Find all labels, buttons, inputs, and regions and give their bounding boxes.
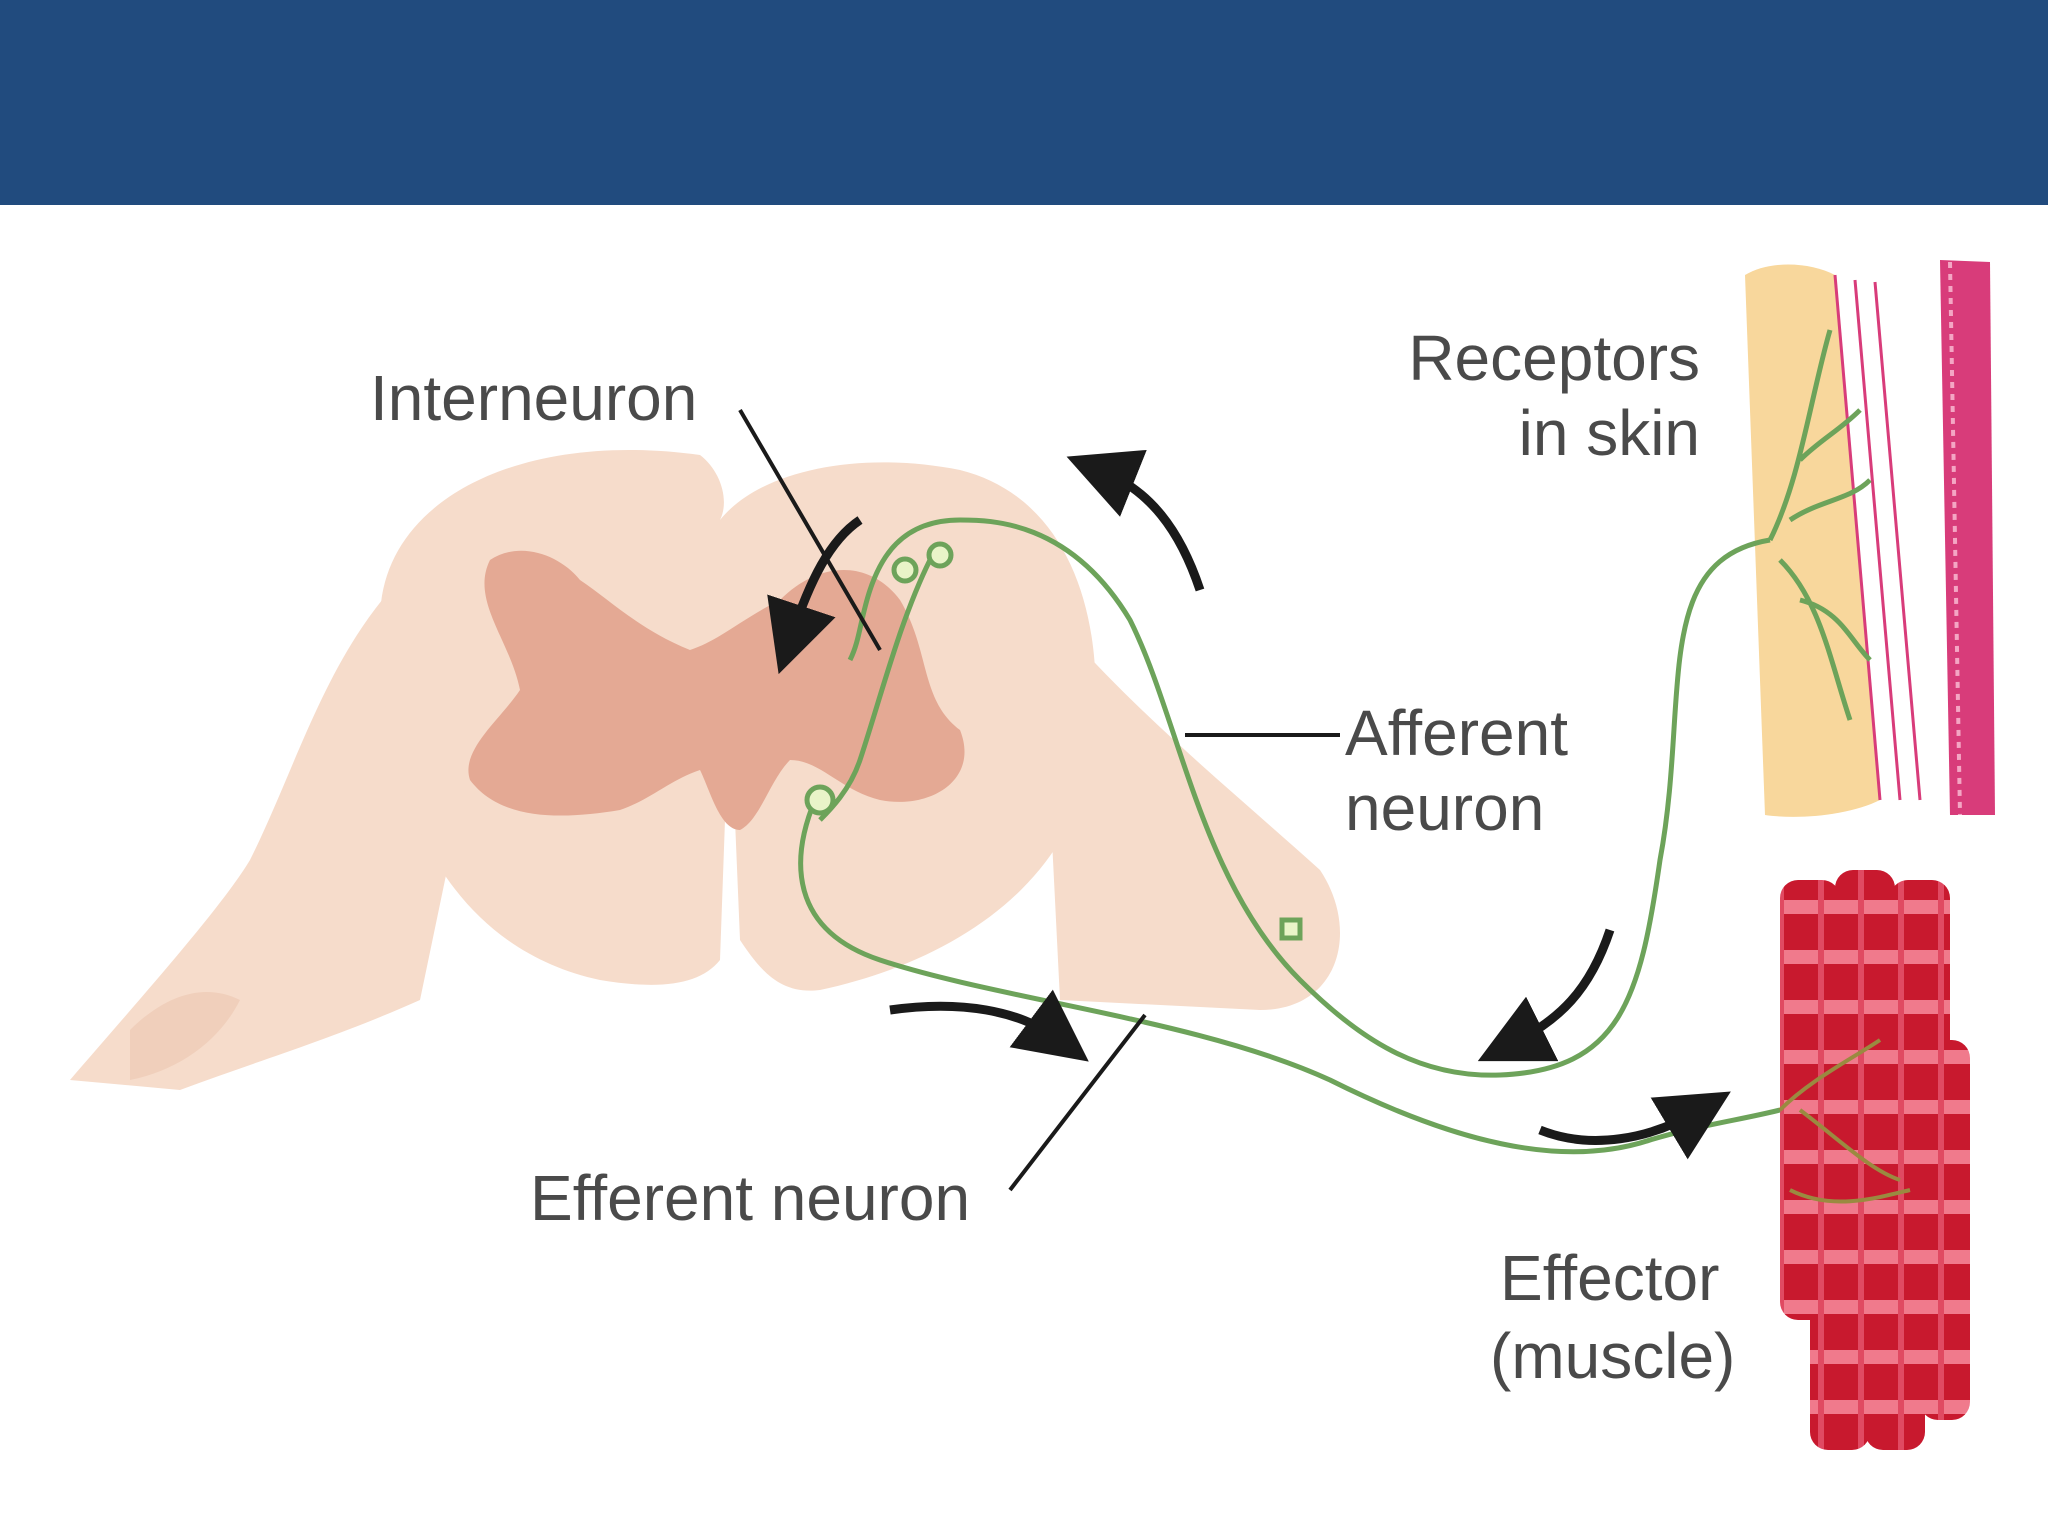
label-effector-line2: (muscle) xyxy=(1490,1320,1735,1392)
muscle-effector xyxy=(1780,870,1970,1450)
skin-receptors xyxy=(1745,260,1995,817)
spinal-cord xyxy=(380,450,1096,991)
label-receptors-line1: Receptors xyxy=(1408,322,1700,394)
label-receptors-line2: in skin xyxy=(1519,397,1700,469)
label-interneuron: Interneuron xyxy=(370,362,697,434)
label-efferent: Efferent neuron xyxy=(530,1162,970,1234)
label-afferent-line2: neuron xyxy=(1345,772,1544,844)
label-afferent-line1: Afferent xyxy=(1345,697,1568,769)
label-effector-line1: Effector xyxy=(1500,1242,1719,1314)
